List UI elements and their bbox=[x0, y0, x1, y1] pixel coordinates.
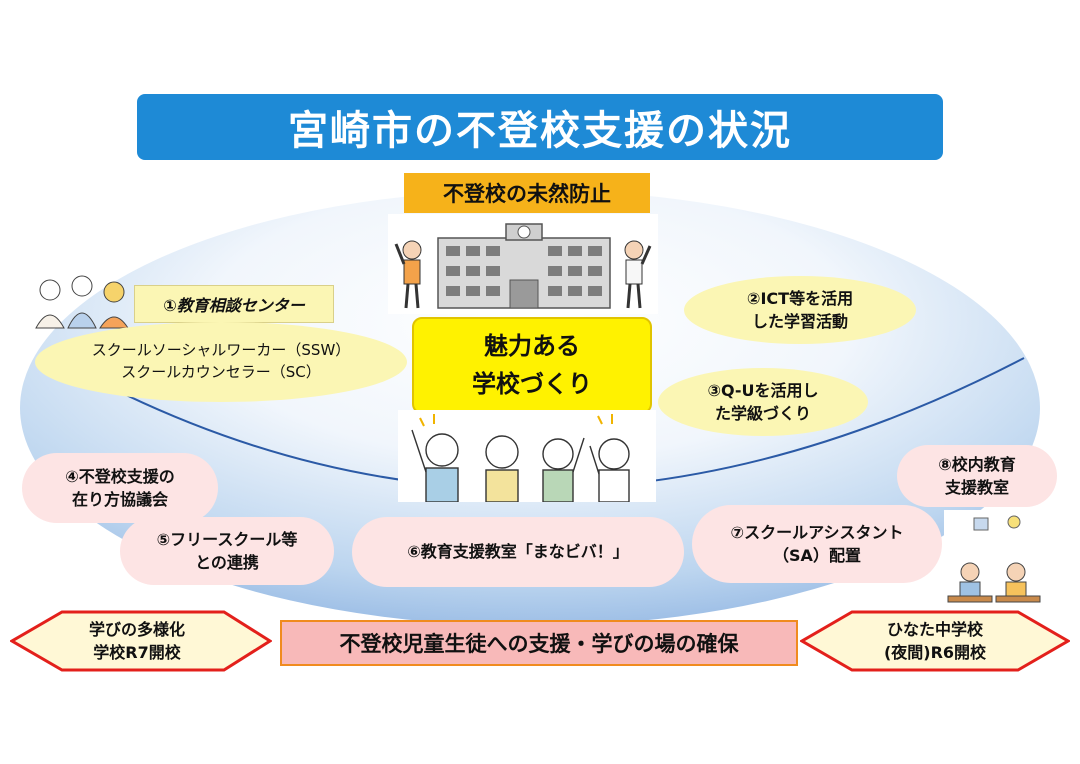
sc-text: スクールカウンセラー（SC） bbox=[121, 363, 321, 381]
freeschool-line-1: ⑤フリースクール等 bbox=[156, 529, 298, 549]
hinata-night-school-label: ひなた中学校 (夜間)R6開校 bbox=[858, 612, 1012, 670]
children-illustration bbox=[398, 410, 656, 502]
inner-support-room-pill: ⑧校内教育 支援教室 bbox=[897, 445, 1057, 507]
assistant-line-1: ⑦スクールアシスタント bbox=[730, 522, 904, 542]
qu-class-pill: ③Q-Uを活用し た学級づくり bbox=[658, 368, 868, 436]
ssw-text: スクールソーシャルワーカー（SSW） bbox=[91, 341, 351, 360]
consultation-center-label: ①教育相談センター bbox=[134, 285, 334, 323]
school-assistant-pill: ⑦スクールアシスタント （SA）配置 bbox=[692, 505, 942, 583]
assistant-line-2: （SA）配置 bbox=[773, 546, 861, 565]
manabiva-text: ⑥教育支援教室「まなビバ！」 bbox=[407, 542, 629, 562]
left-hex-line-1: 学びの多様化 bbox=[88, 619, 185, 639]
manabiva-pill: ⑥教育支援教室「まなビバ！」 bbox=[352, 517, 684, 587]
prevention-tag: 不登校の未然防止 bbox=[404, 173, 650, 213]
right-hex-line-1: ひなた中学校 bbox=[886, 619, 983, 639]
right-hex-line-2: (夜間)R6開校 bbox=[883, 643, 987, 662]
qu-line-1: ③Q-Uを活用し bbox=[707, 380, 819, 400]
support-banner: 不登校児童生徒への支援・学びの場の確保 bbox=[280, 620, 798, 666]
innerroom-line-2: 支援教室 bbox=[944, 478, 1009, 497]
left-hexagon-shape bbox=[10, 610, 272, 672]
ict-line-2: した学習活動 bbox=[751, 312, 848, 331]
consultation-center-pill: スクールソーシャルワーカー（SSW） スクールカウンセラー（SC） bbox=[35, 322, 407, 402]
council-line-2: 在り方協議会 bbox=[71, 490, 168, 509]
diversified-school-label: 学びの多様化 学校R7開校 bbox=[62, 612, 212, 670]
freeschool-pill: ⑤フリースクール等 との連携 bbox=[120, 517, 334, 585]
left-hex-line-2: 学校R7開校 bbox=[93, 643, 181, 662]
center-line-2: 学校づくり bbox=[472, 369, 592, 398]
qu-line-2: た学級づくり bbox=[714, 404, 811, 423]
council-pill: ④不登校支援の 在り方協議会 bbox=[22, 453, 218, 523]
ict-learning-pill: ②ICT等を活用 した学習活動 bbox=[684, 276, 916, 344]
center-line-1: 魅力ある bbox=[484, 332, 580, 361]
innerroom-line-1: ⑧校内教育 bbox=[938, 454, 1016, 474]
school-building-illustration bbox=[388, 214, 658, 314]
counseling-illustration bbox=[35, 275, 129, 329]
students-desk-illustration bbox=[944, 510, 1048, 614]
page-title: 宮崎市の不登校支援の状況 bbox=[137, 94, 943, 160]
right-hexagon-shape bbox=[800, 610, 1070, 672]
ict-line-1: ②ICT等を活用 bbox=[746, 288, 854, 308]
attractive-school-box: 魅力ある 学校づくり bbox=[412, 317, 652, 414]
council-line-1: ④不登校支援の bbox=[65, 466, 175, 486]
freeschool-line-2: との連携 bbox=[195, 553, 259, 572]
